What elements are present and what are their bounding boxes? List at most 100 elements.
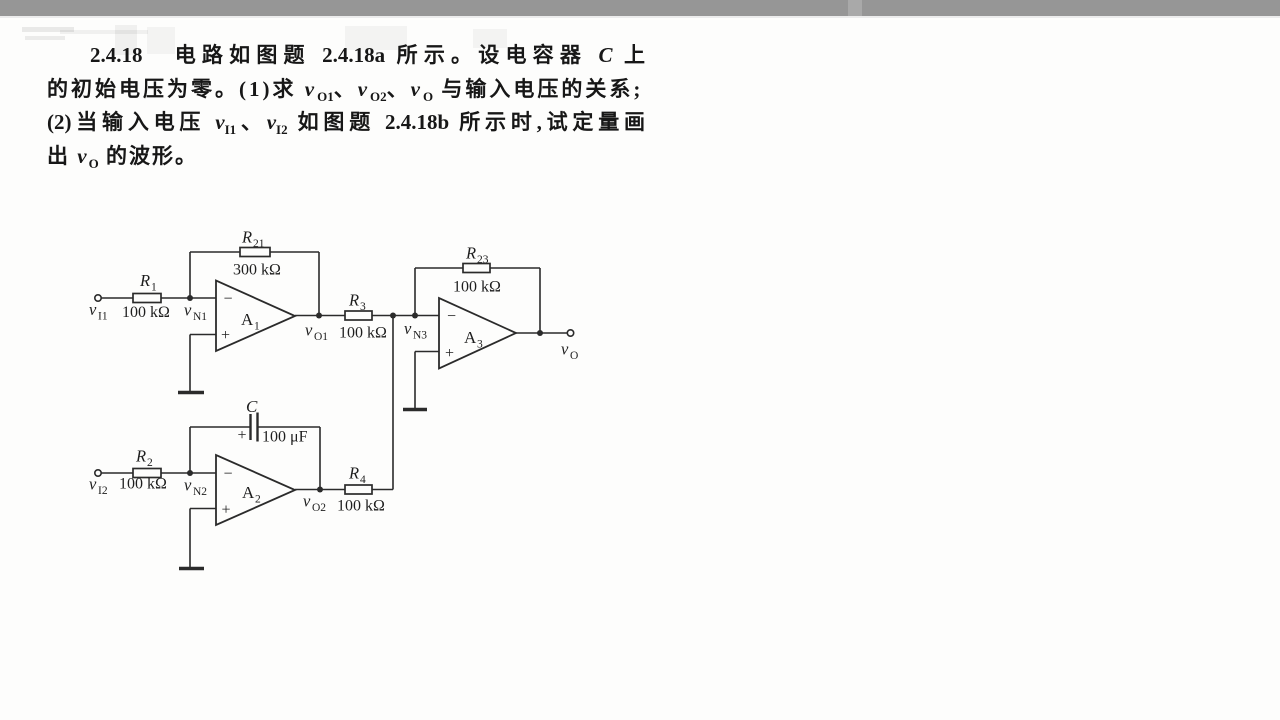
scan-artifact bbox=[22, 27, 74, 32]
top-gray-bar bbox=[0, 0, 1280, 16]
resistor-R1 bbox=[132, 292, 162, 304]
problem-line-4: 出 vO 的波形。 bbox=[47, 140, 645, 174]
problem-line-2: 的初始电压为零。(1)求 vO1、vO2、vO 与输入电压的关系; bbox=[47, 73, 645, 107]
sub-O: O bbox=[88, 155, 99, 171]
node-output bbox=[537, 330, 543, 336]
plus-sign: + bbox=[221, 502, 230, 519]
vn1-label-sub: N1 bbox=[193, 311, 207, 323]
r21-value: 300 kΩ bbox=[233, 262, 281, 279]
r3-label-sub: 3 bbox=[360, 301, 366, 313]
line2-end: 与输入电压的关系; bbox=[433, 76, 644, 101]
capacitor-label: C bbox=[246, 397, 258, 416]
scan-artifact bbox=[345, 26, 407, 50]
var-v: v bbox=[266, 110, 277, 135]
scan-artifact bbox=[473, 29, 507, 48]
problem-line-3: (2)当输入电压 vI1、vI2 如图题 2.4.18b 所示时,试定量画 bbox=[47, 106, 645, 140]
var-C: C bbox=[598, 43, 613, 67]
problem-line-1: 2.4.18 电路如图题 2.4.18a 所示。设电容器 C 上 bbox=[47, 39, 645, 73]
vo2-label: v bbox=[303, 492, 311, 511]
line1-text: 电路如图题 2.4.18a 所示。设电容器 bbox=[168, 43, 599, 67]
stage-a1: − + A 1 v I1 v N1 v O1 R 1 100 kΩ R 21 3… bbox=[89, 228, 345, 395]
a1-label: A bbox=[241, 310, 254, 329]
line1-end: 上 bbox=[612, 43, 646, 67]
scan-artifact bbox=[25, 36, 65, 40]
r21-label-sub: 21 bbox=[253, 238, 265, 250]
vi2-label-sub: I2 bbox=[98, 485, 108, 497]
scan-artifact bbox=[115, 25, 137, 55]
minus-sign: − bbox=[223, 291, 232, 308]
line4-end: 的波形。 bbox=[98, 143, 198, 168]
stage-a2: − + + A 2 v I2 v N2 v O2 R 2 100 kΩ R 4 … bbox=[89, 315, 394, 571]
a3-label-sub: 3 bbox=[477, 339, 483, 351]
resistor-R3 bbox=[344, 310, 373, 321]
r1-label-sub: 1 bbox=[151, 282, 157, 294]
r23-label: R bbox=[465, 244, 476, 263]
node-vn2 bbox=[187, 470, 193, 476]
line2-text: 的初始电压为零。(1)求 bbox=[47, 76, 305, 101]
r23-value: 100 kΩ bbox=[453, 279, 501, 296]
terminal-vo bbox=[566, 328, 575, 337]
sub-I2: I2 bbox=[276, 122, 288, 138]
sub-I1: I1 bbox=[224, 122, 237, 138]
var-v: v bbox=[357, 76, 371, 101]
sub-O2: O2 bbox=[370, 88, 387, 104]
r2-label-sub: 2 bbox=[147, 457, 153, 469]
scan-artifact bbox=[147, 27, 175, 54]
var-v: v bbox=[304, 76, 318, 101]
separator: 、 bbox=[386, 76, 411, 101]
capacitor-plus-sign: + bbox=[237, 427, 246, 444]
r3-label: R bbox=[348, 291, 359, 310]
opamp-A1 bbox=[215, 279, 298, 353]
vo1-label-sub: O1 bbox=[314, 331, 328, 343]
problem-statement: 2.4.18 电路如图题 2.4.18a 所示。设电容器 C 上 的初始电压为零。… bbox=[47, 39, 645, 173]
vo1-label: v bbox=[305, 321, 313, 340]
resistor-R23 bbox=[462, 262, 491, 274]
vo-label-sub: O bbox=[570, 350, 578, 362]
line4-text: 出 bbox=[47, 143, 78, 168]
var-v: v bbox=[77, 143, 89, 168]
vn2-label: v bbox=[184, 476, 192, 495]
node-vo2 bbox=[317, 486, 323, 493]
vn2-label-sub: N2 bbox=[193, 486, 207, 498]
a2-label-sub: 2 bbox=[255, 494, 261, 506]
node-r3-r4-junction bbox=[390, 312, 396, 319]
a3-label: A bbox=[464, 328, 477, 347]
r23-label-sub: 23 bbox=[477, 254, 489, 266]
terminal-vi1 bbox=[94, 293, 103, 302]
a1-label-sub: 1 bbox=[254, 321, 260, 333]
r4-label-sub: 4 bbox=[360, 474, 366, 486]
r2-value: 100 kΩ bbox=[119, 476, 167, 493]
r4-label: R bbox=[348, 464, 359, 483]
minus-sign: − bbox=[447, 308, 456, 325]
r2-label: R bbox=[135, 447, 146, 466]
r3-value: 100 kΩ bbox=[339, 325, 387, 342]
opamp-A3 bbox=[438, 296, 519, 370]
bar-bottom-edge bbox=[0, 16, 1280, 18]
bar-light-streak bbox=[848, 0, 862, 16]
plus-sign: + bbox=[221, 327, 230, 344]
problem-number: 2.4.18 bbox=[90, 43, 143, 67]
vn3-label-sub: N3 bbox=[413, 330, 427, 342]
resistor-R2 bbox=[132, 467, 162, 479]
node-vn1 bbox=[187, 295, 193, 301]
sub-O: O bbox=[422, 88, 434, 104]
r1-value: 100 kΩ bbox=[122, 304, 170, 321]
vn3-label: v bbox=[404, 319, 412, 338]
vo2-label-sub: O2 bbox=[312, 502, 326, 514]
vn1-label: v bbox=[184, 301, 192, 320]
a2-label: A bbox=[242, 483, 255, 502]
line3-end: 如图题 2.4.18b 所示时,试定量画 bbox=[287, 110, 645, 135]
r1-label: R bbox=[139, 271, 150, 290]
terminal-vi2 bbox=[94, 468, 103, 477]
separator: 、 bbox=[236, 110, 267, 135]
opamp-A2 bbox=[215, 453, 298, 527]
stage-a3: − + A 3 v N3 v O R 3 100 kΩ R 23 100 kΩ bbox=[339, 244, 578, 412]
scan-artifact bbox=[60, 30, 148, 34]
vi1-label-sub: I1 bbox=[98, 311, 108, 323]
node-vo1 bbox=[316, 312, 322, 319]
plus-sign: + bbox=[445, 345, 454, 362]
minus-sign: − bbox=[223, 466, 232, 483]
sub-O1: O1 bbox=[317, 88, 334, 104]
r21-label: R bbox=[241, 228, 252, 247]
